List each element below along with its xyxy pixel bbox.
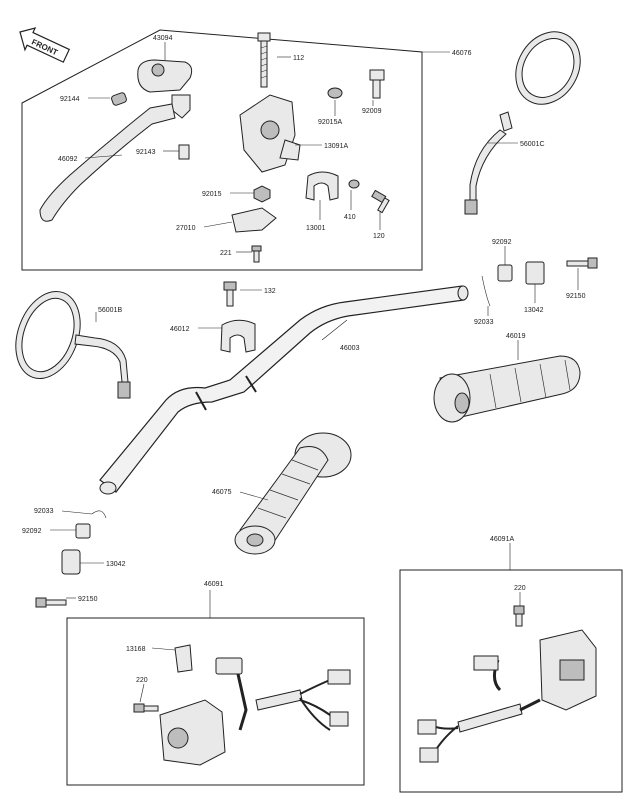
nut-92015-part xyxy=(253,185,271,203)
left-switch-frame xyxy=(66,617,365,786)
clutch-lever-part xyxy=(39,103,176,222)
callout-92015A: 92015A xyxy=(318,119,342,126)
callout-56001C: 56001C xyxy=(520,141,545,148)
callout-92150-top: 92150 xyxy=(566,293,586,300)
callout-46003: 46003 xyxy=(340,345,360,352)
clip-92033-top-part xyxy=(481,275,491,307)
lever-holder-housing-part xyxy=(239,94,301,173)
right-mirror-part xyxy=(464,31,581,215)
callout-46076: 46076 xyxy=(452,50,472,57)
bolt-112-part xyxy=(257,32,271,88)
clamp-13001-part xyxy=(305,171,339,201)
right-switch-part xyxy=(417,605,597,763)
callout-46091A: 46091A xyxy=(490,536,514,543)
callout-92150-bot: 92150 xyxy=(78,596,98,603)
bolt-92150-bot-part xyxy=(35,597,67,608)
callout-92092-top: 92092 xyxy=(492,239,512,246)
callout-13001: 13001 xyxy=(306,225,326,232)
right-switch-frame xyxy=(399,569,623,793)
callout-43094: 43094 xyxy=(153,35,173,42)
switch-27010-part xyxy=(231,207,277,233)
leader-lines xyxy=(50,42,579,703)
callout-220-left: 220 xyxy=(136,677,148,684)
callout-92033-top: 92033 xyxy=(474,319,494,326)
right-grip-part xyxy=(433,355,581,423)
bolt-92150-top-part xyxy=(566,257,598,269)
callout-46075: 46075 xyxy=(212,489,232,496)
bushing-92092-top-part xyxy=(497,264,513,282)
callout-120: 120 xyxy=(373,233,385,240)
callout-labels: 43094 112 46076 92144 92009 92015A 46092… xyxy=(22,35,586,684)
callout-46012: 46012 xyxy=(170,326,190,333)
callout-112: 112 xyxy=(293,55,304,62)
weight-13042-top-part xyxy=(525,261,545,285)
clip-92033-bot-part xyxy=(91,510,107,519)
callout-13168: 13168 xyxy=(126,646,146,653)
callout-92015: 92015 xyxy=(202,191,222,198)
callout-56001B: 56001B xyxy=(98,307,122,314)
callout-92143: 92143 xyxy=(136,149,156,156)
callout-132: 132 xyxy=(264,288,276,295)
callout-92033-bot: 92033 xyxy=(34,508,54,515)
callout-92144: 92144 xyxy=(60,96,80,103)
washer-410-part xyxy=(348,179,360,189)
callout-410: 410 xyxy=(344,214,356,221)
left-grip-part xyxy=(234,432,352,555)
callout-13042-bot: 13042 xyxy=(106,561,126,568)
washer-92015A-part xyxy=(327,87,343,99)
callout-46019: 46019 xyxy=(506,333,526,340)
left-switch-part xyxy=(133,644,351,766)
callout-220-right: 220 xyxy=(514,585,526,592)
bolt-92009-part xyxy=(369,69,385,99)
front-arrow-icon: FRONT xyxy=(19,27,71,63)
upper-assembly-frame xyxy=(21,29,423,271)
left-mirror-part xyxy=(15,290,131,399)
screw-120-part xyxy=(371,189,390,214)
callout-13042-top: 13042 xyxy=(524,307,544,314)
weight-13042-bot-part xyxy=(61,549,81,575)
callout-221: 221 xyxy=(220,250,232,257)
collar-92143-part xyxy=(178,144,190,160)
callout-46091: 46091 xyxy=(204,581,224,588)
callout-13091A: 13091A xyxy=(324,143,348,150)
callout-92009: 92009 xyxy=(362,108,382,115)
bushing-92144-part xyxy=(111,92,127,106)
bushing-92092-bot-part xyxy=(75,523,91,539)
handlebar-part xyxy=(99,285,465,493)
callout-46092: 46092 xyxy=(58,156,78,163)
callout-27010: 27010 xyxy=(176,225,196,232)
handlebar-holder-part xyxy=(220,281,256,353)
screw-221-part xyxy=(251,245,262,263)
callout-92092-bot: 92092 xyxy=(22,528,42,535)
